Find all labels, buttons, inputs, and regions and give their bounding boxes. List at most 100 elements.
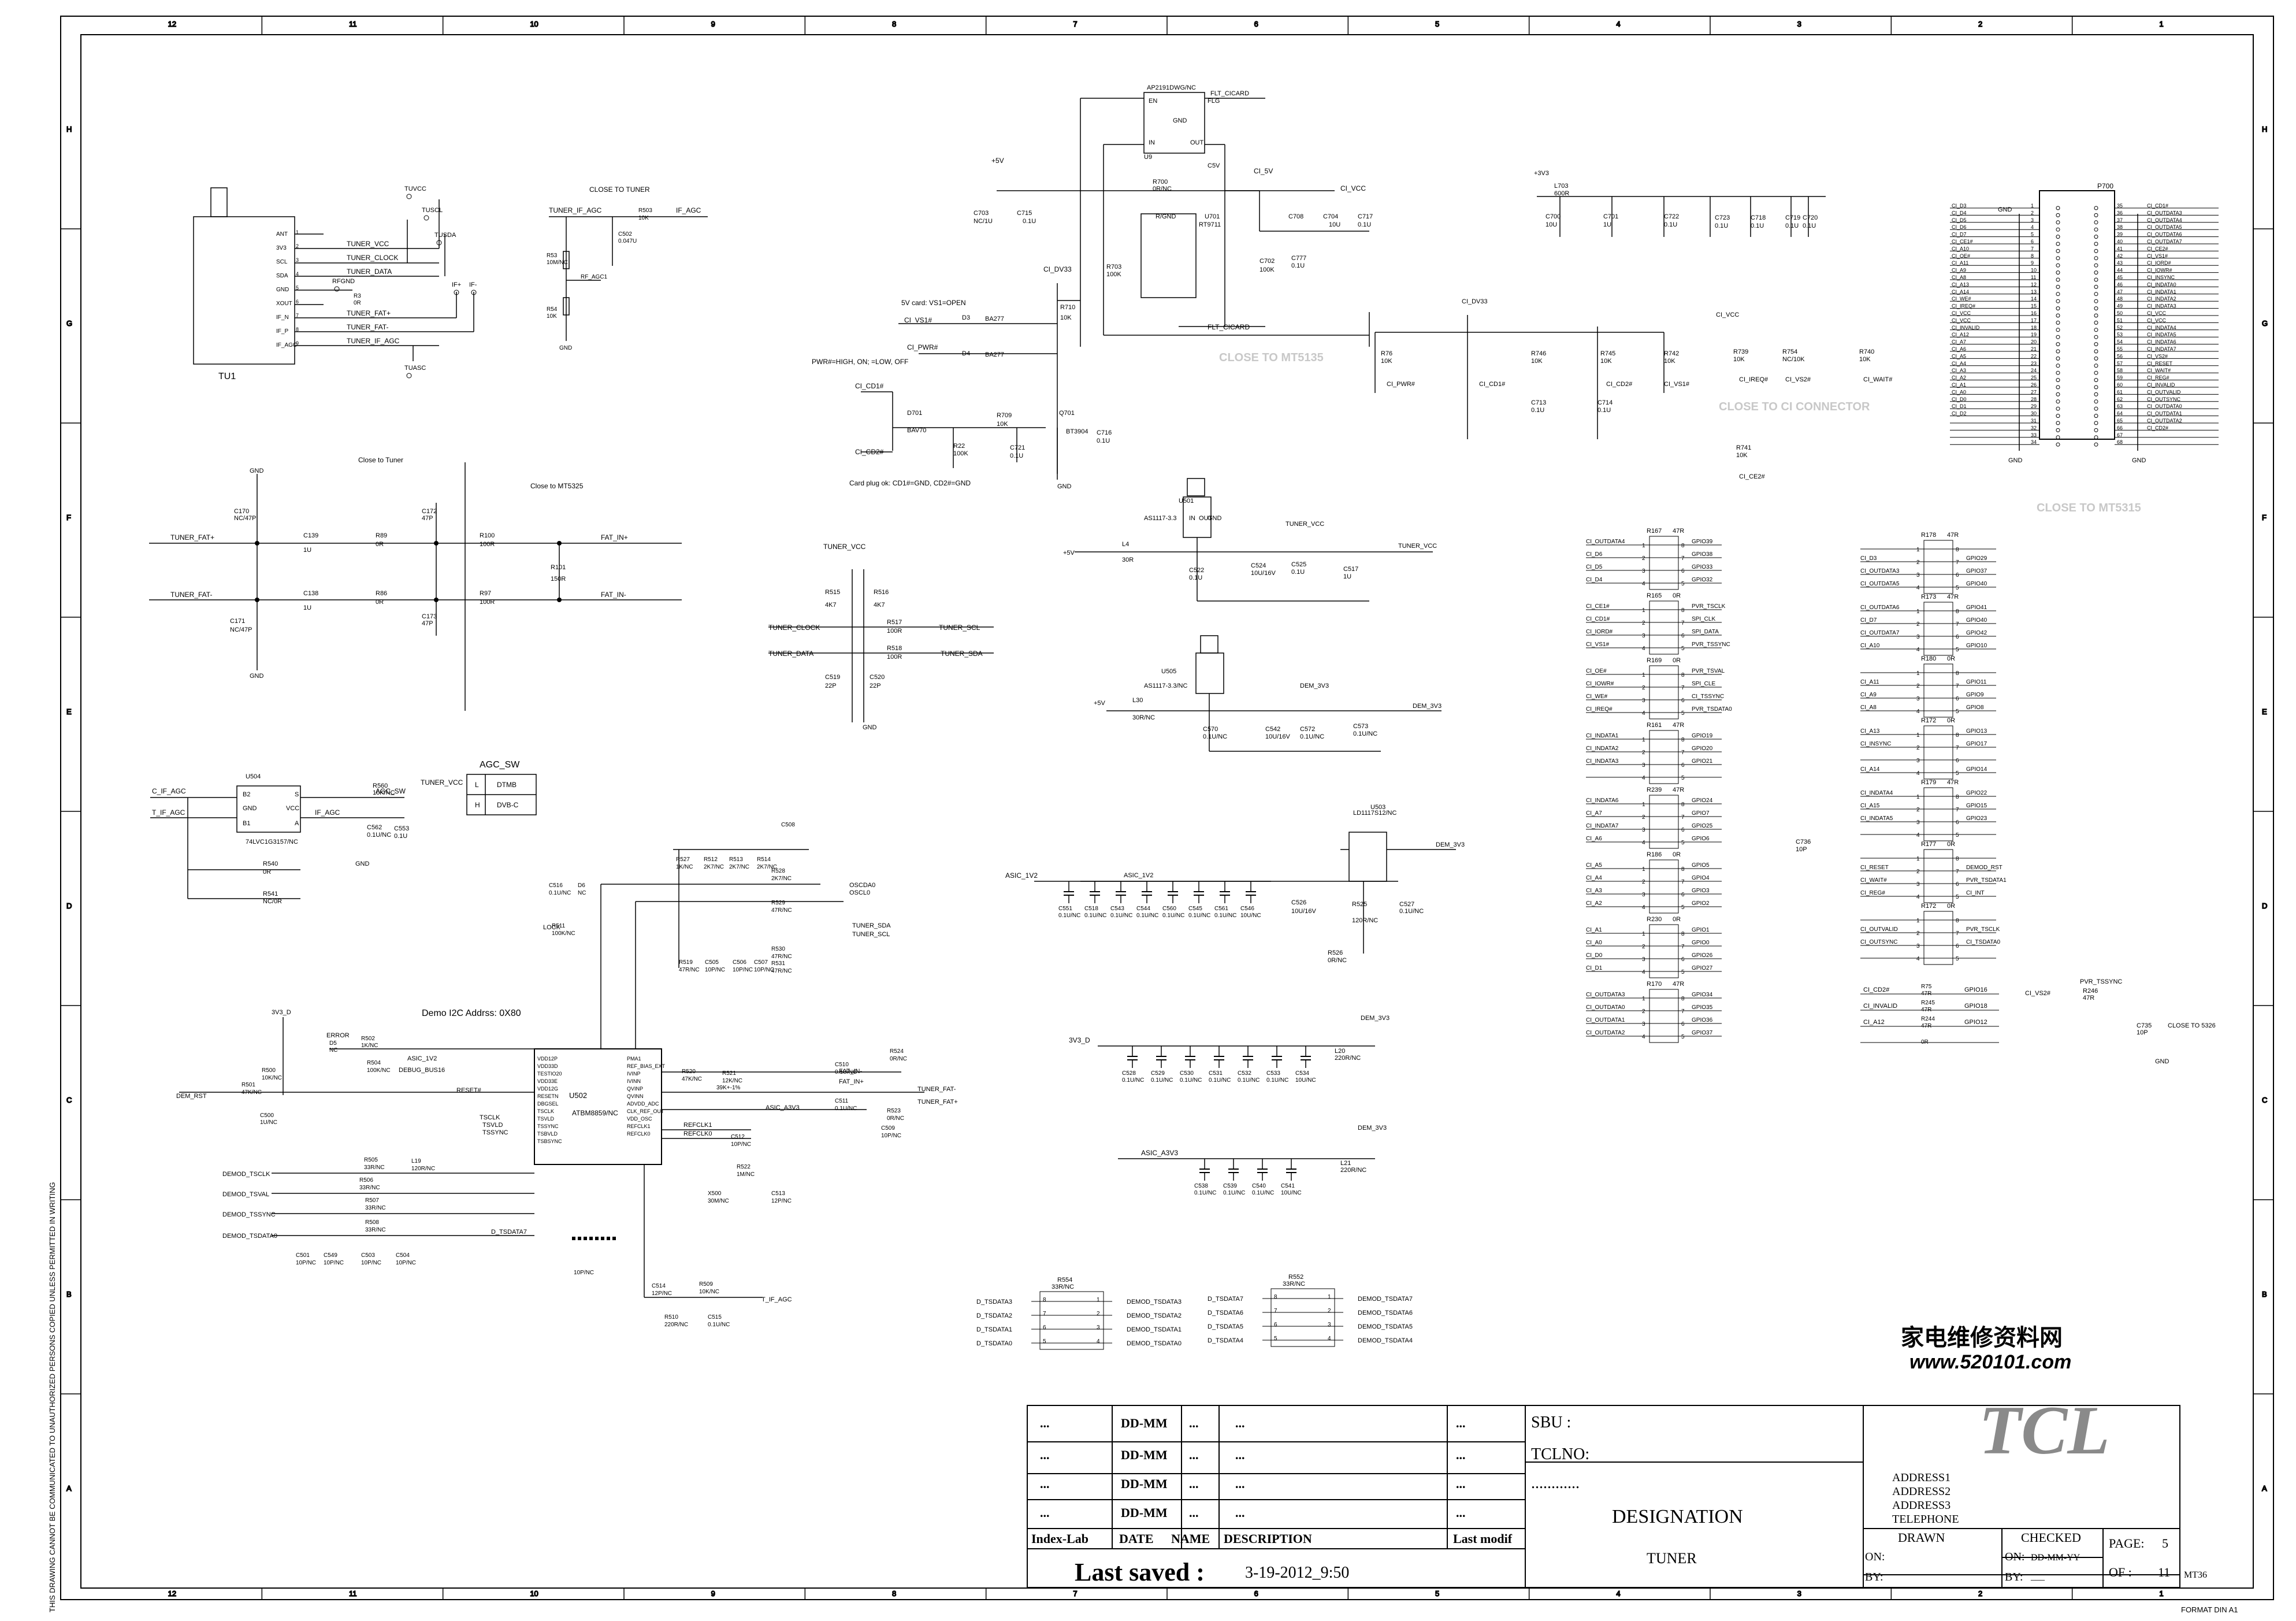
demod-pin: PMA1: [627, 1056, 641, 1062]
part-label: C735: [2137, 1022, 2152, 1029]
part-label: 10P/NC: [881, 1133, 901, 1139]
of-label: OF :: [2109, 1565, 2132, 1579]
array-pin: 2: [1916, 807, 1920, 813]
connector-pin: 11: [2031, 275, 2036, 280]
net-label: D_TSDATA1: [976, 1326, 1012, 1333]
part-label: 10U: [1545, 221, 1557, 228]
part-label: 22P: [825, 682, 837, 689]
connector-pin: 21: [2031, 346, 2037, 352]
array-pin: 3: [1642, 956, 1645, 963]
part-label: GND: [355, 860, 370, 867]
part-label: 12P/NC: [652, 1290, 672, 1297]
connector-net: CI_OUTVALID: [2147, 389, 2181, 395]
capacitor-ref: C534: [1295, 1070, 1309, 1077]
part-label: Q701: [1059, 410, 1075, 417]
connector-net: CI_INDATA5: [2147, 332, 2176, 337]
part-label: DEM_3V3: [1413, 703, 1441, 710]
connector-pin: 55: [2117, 346, 2123, 352]
title-row-field: ............: [1531, 1474, 1580, 1492]
part-label: R742: [1664, 350, 1679, 357]
net-label: TSVLD: [482, 1122, 503, 1129]
part-label: C520: [870, 674, 885, 681]
part-label: C701: [1603, 213, 1618, 220]
net-label: TUNER_SDA: [852, 922, 891, 929]
title-row-modif: ...: [1456, 1477, 1466, 1491]
part-label: 10P: [1796, 846, 1807, 853]
array-pin: 5: [1956, 956, 1959, 962]
title-row-date: DD-MM: [1121, 1477, 1168, 1491]
title-row-name: ...: [1189, 1448, 1199, 1462]
part-label: R525: [1352, 901, 1367, 908]
connector-pin: 5: [2031, 232, 2034, 238]
part-label: R541: [263, 891, 278, 897]
net-label: DEMOD_TSDATA3: [1127, 1299, 1182, 1305]
part-label: C511: [835, 1098, 849, 1104]
array-pin: 4: [1642, 581, 1645, 587]
tuner-signal: TUNER_FAT+: [347, 309, 391, 317]
connector-pin: 44: [2117, 268, 2123, 273]
part-label: R503: [638, 207, 652, 214]
part-label: 30R: [1122, 557, 1134, 563]
part-label: R86: [376, 590, 387, 597]
array-pin: 5: [1956, 832, 1959, 839]
array-pin: 2: [1916, 559, 1920, 566]
part-label: C717: [1358, 213, 1373, 220]
title-block: [1027, 1405, 2180, 1588]
net-label: GPIO35: [1692, 1004, 1713, 1011]
resistor-ref: R3: [354, 293, 361, 299]
net-label: DEMOD_TSDATA0: [1127, 1340, 1182, 1347]
part-label: 220R/NC: [664, 1322, 688, 1328]
net-label: GPIO10: [1966, 643, 1987, 649]
array-pin: 4: [1916, 585, 1920, 591]
array-pin: 4: [1916, 832, 1920, 839]
capacitor-value: 0.1U/NC: [1084, 912, 1106, 919]
demod-pin: RESETN: [537, 1093, 559, 1099]
array-pin: 8: [1681, 996, 1685, 1002]
array-pin: 3: [1916, 943, 1920, 949]
part-label: NC/47P: [230, 626, 252, 633]
part-label: GND: [250, 673, 264, 680]
connector-net: CI_A1: [1952, 382, 1966, 388]
connector-pin: 18: [2031, 325, 2037, 331]
part-label: BA277: [985, 316, 1004, 322]
part-label: R506: [359, 1177, 373, 1184]
net-label: CI_D3: [1860, 555, 1877, 562]
connector-net: CI_A10: [1952, 246, 1969, 251]
net-label: FAT_IN-: [601, 591, 626, 599]
array-ref: R161: [1647, 722, 1662, 729]
array-pin: 2: [1916, 683, 1920, 689]
connector-pin: 32: [2031, 425, 2037, 431]
net-label: GPIO39: [1692, 539, 1713, 545]
net-label: PVR_TSSYNC: [1692, 641, 1730, 648]
part-label: U501: [1179, 498, 1194, 505]
part-label: 0.1U/NC: [549, 890, 571, 896]
part-label: R754: [1782, 348, 1797, 355]
part-label: C720: [1803, 214, 1818, 221]
row-letter: D: [66, 902, 72, 910]
part-label: 0.1U: [394, 833, 407, 840]
connector-pin: 49: [2117, 303, 2123, 309]
array-value: 47R: [1673, 981, 1684, 988]
connector-net: CI_CD1#: [2147, 203, 2168, 209]
array-pin: 7: [1681, 555, 1685, 562]
net-label: GPIO0: [1692, 940, 1710, 946]
demod-pin: REF_BIAS_EXT: [627, 1063, 666, 1069]
row-letter: A: [2262, 1484, 2267, 1493]
connector-pin: 56: [2117, 353, 2123, 359]
connector-pin: 22: [2031, 353, 2037, 359]
array-pin: 1: [1642, 996, 1645, 1002]
net-label: CI_CD1#: [855, 382, 884, 390]
last-saved-value: 3-19-2012_9:50: [1245, 1564, 1349, 1582]
connector-net: CI_D3: [1952, 203, 1967, 209]
title-row-modif: ...: [1456, 1448, 1466, 1462]
net-label: CI_A7: [1586, 810, 1602, 817]
connector-net: CI_A13: [1952, 281, 1969, 287]
part-label: R513: [729, 856, 743, 863]
part-label: 10K: [1060, 314, 1072, 321]
part-label: NC/10K: [1782, 356, 1805, 363]
net-label: CI_PWR#: [1387, 381, 1416, 388]
net-label: OSCL0: [849, 889, 870, 896]
